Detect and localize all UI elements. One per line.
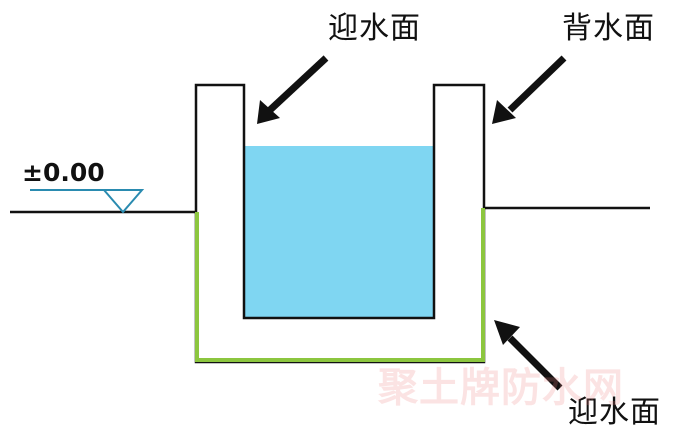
upstream-face-label-bottom: 迎水面 [568, 395, 661, 430]
waterproof-layer [195, 208, 485, 362]
downstream-face-label: 背水面 [562, 11, 655, 46]
arrow-top-left [257, 55, 329, 124]
watermark-text: 聚土牌防水网 [378, 365, 624, 411]
elevation-triangle [101, 189, 145, 214]
arrow-bottom-right [494, 320, 563, 391]
elevation-label: ±0.00 [22, 158, 105, 187]
arrow-top-right [492, 55, 567, 124]
water-fill [244, 146, 434, 318]
upstream-face-label-top: 迎水面 [328, 11, 421, 46]
